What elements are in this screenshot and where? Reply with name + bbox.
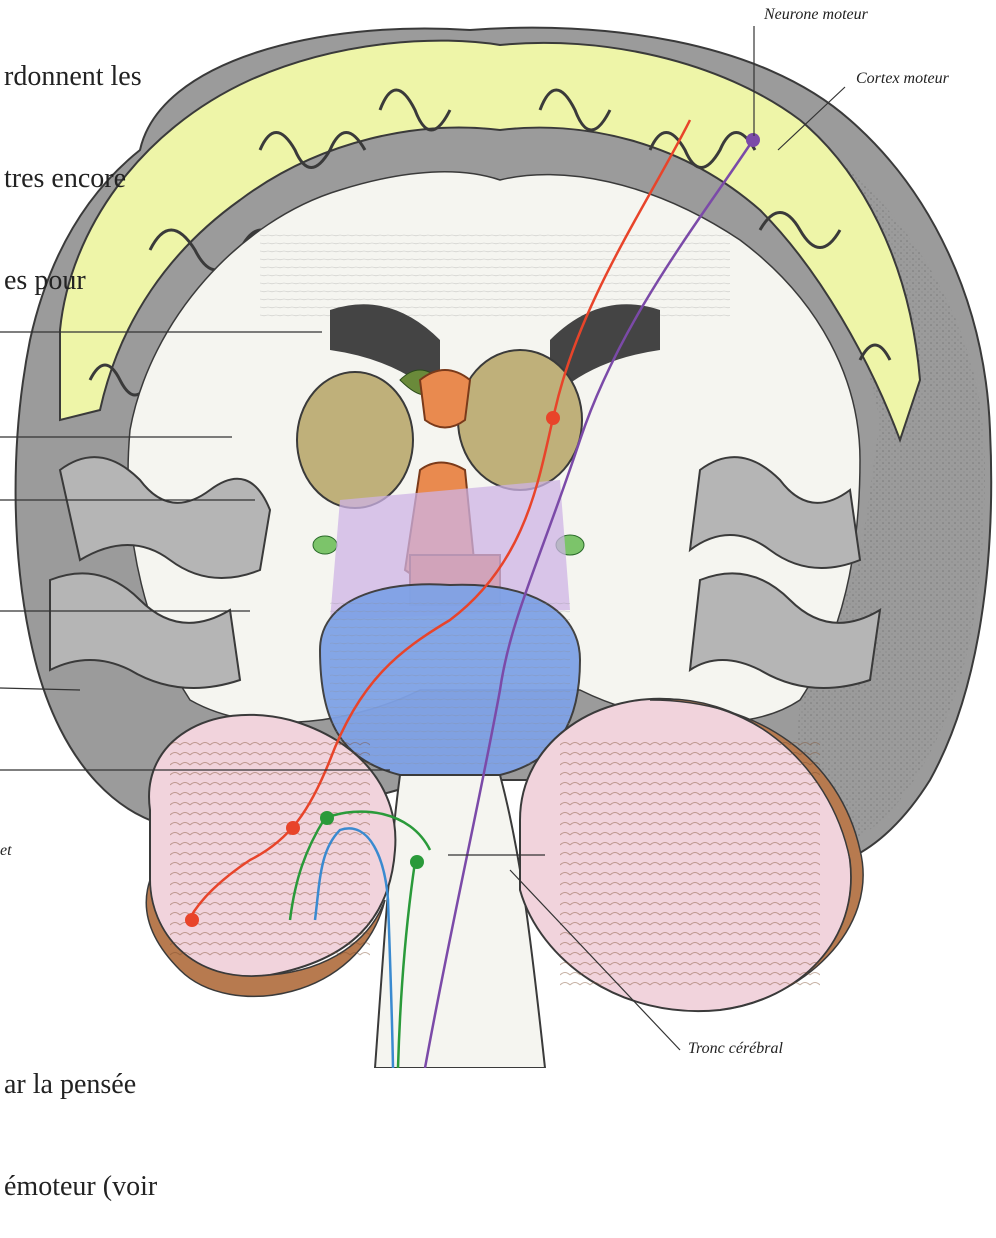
green-nucleus-left — [313, 536, 337, 554]
thalamus-right — [458, 350, 582, 490]
cerebellum-folia-left — [170, 740, 370, 960]
label-motor-cortex: Cortex moteur — [856, 70, 949, 88]
body-text-line: rdonnent les — [4, 60, 142, 94]
body-text-line: tres encore — [4, 162, 142, 196]
motor-neuron-soma — [746, 133, 760, 147]
label-motor-neuron: Neurone moteur — [764, 6, 868, 24]
cerebellum-folia-right — [560, 740, 820, 990]
green-neuron-b — [410, 855, 424, 869]
brain-coronal-section-diagram — [0, 0, 996, 1068]
body-text-line: ar la pensée — [4, 1068, 157, 1102]
body-text-top: rdonnent les tres encore es pour — [4, 0, 142, 332]
body-text-line: es pour — [4, 264, 142, 298]
red-neuron-cerebellum-b — [185, 913, 199, 927]
corpus-callosum-fibers — [260, 230, 730, 320]
red-neuron-thalamus — [546, 411, 560, 425]
body-text-line: émoteur (voir — [4, 1170, 157, 1204]
red-neuron-cerebellum-a — [286, 821, 300, 835]
thalamus-left — [297, 372, 413, 508]
body-text-bottom: ar la pensée émoteur (voir — [4, 1000, 157, 1238]
green-neuron-a — [320, 811, 334, 825]
label-brainstem: Tronc cérébral — [688, 1040, 783, 1058]
label-cut-fragment: et — [0, 842, 12, 860]
